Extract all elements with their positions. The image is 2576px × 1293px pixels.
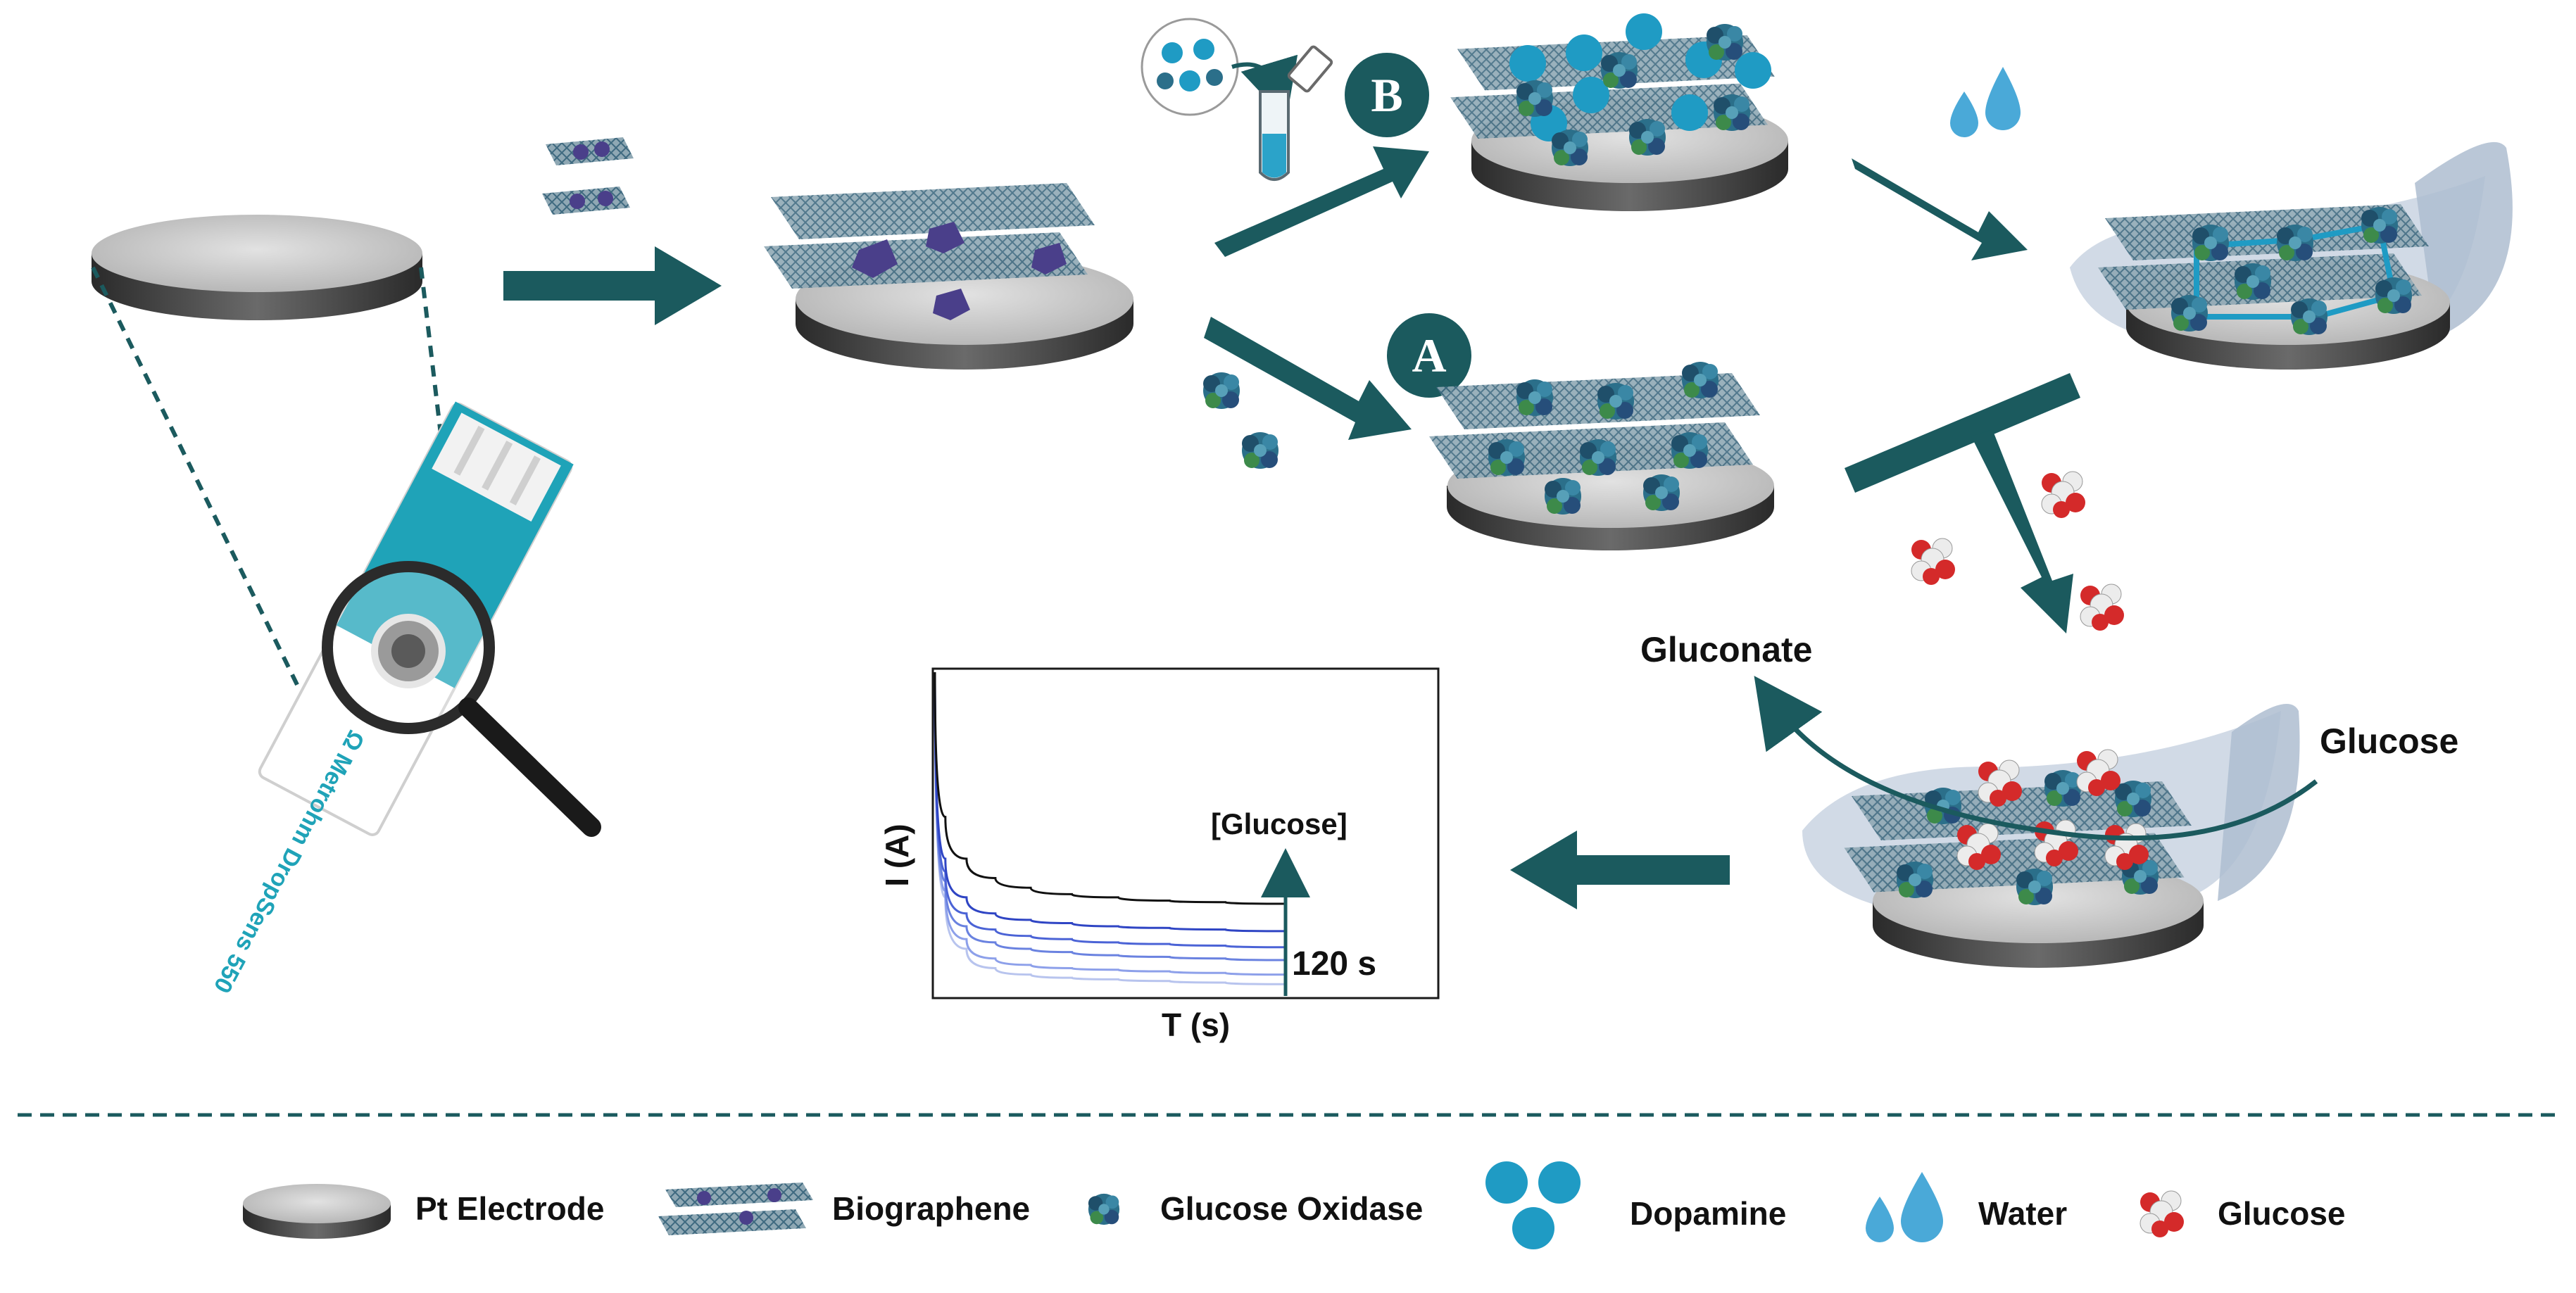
chart-series-line-3: [934, 671, 1286, 961]
electrode-with-biographene: [764, 183, 1133, 370]
route-b-arrow: [1214, 146, 1429, 257]
route-b-label: B: [1371, 68, 1402, 122]
glucose-label: Glucose: [2320, 721, 2458, 761]
chart-series-line-6: [934, 671, 1286, 905]
chart-series-line-5: [934, 671, 1286, 933]
water-drops-top: [1950, 67, 2021, 137]
route-a-arrow: [1204, 317, 1412, 440]
legend-label-glucose-oxidase: Glucose Oxidase: [1160, 1190, 1423, 1227]
legend-label-biographene: Biographene: [832, 1190, 1030, 1227]
water-arrow: [1852, 158, 2028, 260]
x-axis-label: T (s): [1162, 1007, 1230, 1043]
pt-electrode-disk: [92, 215, 422, 320]
chart-series-line-4: [934, 671, 1286, 949]
route-b-badge: B: [1345, 53, 1429, 137]
gluconate-label: Gluconate: [1640, 630, 1812, 669]
amperometric-chart: [Glucose] 120 s T (s) I (A): [879, 667, 1440, 1043]
glucose-icon: [2140, 1190, 2185, 1238]
electrode-glucose-reaction: [1802, 704, 2300, 968]
merge-arrow: [1845, 373, 2080, 633]
zoom-line-left: [91, 266, 319, 726]
time-annotation: 120 s: [1292, 945, 1376, 983]
conversion-arrow: [1754, 676, 2318, 841]
legend: Pt Electrode Biographene Glucose Oxidase…: [243, 1161, 2346, 1249]
y-axis-label: I (A): [879, 824, 915, 886]
pt-electrode-icon: [243, 1184, 391, 1239]
legend-label-pt-electrode: Pt Electrode: [415, 1190, 604, 1227]
readout-arrow: [1510, 831, 1730, 909]
legend-label-water: Water: [1978, 1195, 2067, 1232]
concentration-annotation: [Glucose]: [1211, 807, 1347, 840]
legend-label-dopamine: Dopamine: [1630, 1195, 1786, 1232]
dopamine-enzyme-vial: [1141, 18, 1333, 181]
biographene-stack-small: [542, 137, 634, 215]
electrode-hydrogel-network: [2070, 141, 2513, 370]
electrode-route-a-enzyme: [1429, 362, 1774, 550]
chart-series-group: [934, 671, 1286, 985]
chart-frame: [931, 667, 1440, 999]
route-a-badge: A: [1387, 313, 1471, 398]
route-a-label: A: [1412, 329, 1446, 382]
magnifier-icon: [322, 561, 601, 837]
water-icon: [1866, 1172, 1943, 1242]
enzyme-cluster-left: [1203, 372, 1278, 469]
glucose-oxidase-icon: [1088, 1193, 1120, 1225]
dopamine-icon: [1485, 1161, 1581, 1249]
chart-series-line-1: [934, 671, 1286, 985]
chart-series-line-2: [934, 671, 1286, 976]
biographene-icon: [658, 1182, 813, 1235]
legend-label-glucose: Glucose: [2218, 1195, 2346, 1232]
electrode-route-b-dopamine-enzyme: [1450, 13, 1788, 211]
process-arrow-1: [503, 246, 722, 325]
